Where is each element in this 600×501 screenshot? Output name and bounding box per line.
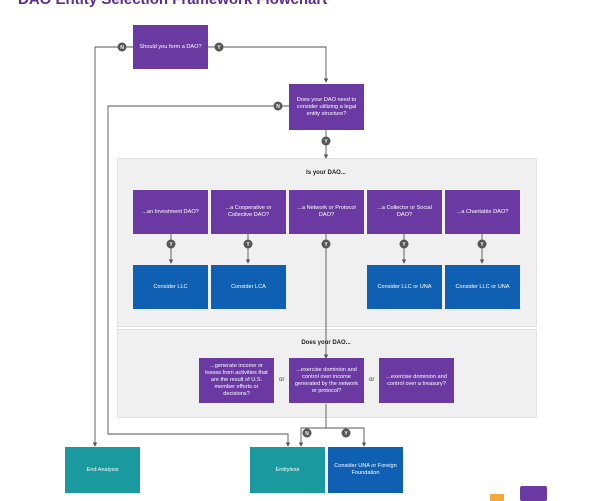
node-network-dao: ...a Network or Protocol DAO?	[289, 190, 364, 234]
node-consider-llc-or-una-2: Consider LLC or UNA	[445, 265, 520, 309]
badge-yes-icon: Y	[477, 239, 487, 249]
badge-yes-icon: Y	[214, 42, 224, 52]
page-title: DAO Entity Selection Framework Flowchart	[18, 0, 327, 9]
badge-no-label: N	[276, 104, 280, 110]
node-charitable-dao: ...a Charitable DAO?	[445, 190, 520, 234]
corner-accent-mark	[490, 494, 504, 501]
badge-yes-label: Y	[480, 242, 484, 248]
badge-no-label: N	[120, 45, 124, 51]
or-label-1: or	[279, 377, 285, 383]
panel-is-label: Is your DAO...	[306, 170, 346, 176]
node-end-analysis: End Analysis	[65, 447, 140, 493]
badge-yes-icon: Y	[321, 136, 331, 146]
badge-no-icon: N	[117, 42, 127, 52]
badge-no-label: N	[305, 431, 309, 437]
badge-no-icon: N	[302, 428, 312, 438]
badge-yes-icon: Y	[399, 239, 409, 249]
node-investment-dao: ...an Investment DAO?	[133, 190, 208, 234]
node-dominion-income: ...exercise dominion and control over in…	[289, 358, 364, 403]
badge-yes-icon: Y	[341, 428, 351, 438]
badge-yes-label: Y	[344, 431, 348, 437]
node-consider-llc-or-una-1: Consider LLC or UNA	[367, 265, 442, 309]
or-label-2: or	[369, 377, 375, 383]
badge-yes-label: Y	[169, 242, 173, 248]
node-form-dao: Should you form a DAO?	[133, 25, 208, 69]
badge-no-icon: N	[273, 101, 283, 111]
badge-yes-label: Y	[324, 139, 328, 145]
badge-yes-label: Y	[402, 242, 406, 248]
badge-yes-icon: Y	[166, 239, 176, 249]
node-consider-llc: Consider LLC	[133, 265, 208, 309]
node-dominion-treasury: ...exercise dominion and control over a …	[379, 358, 454, 403]
node-legal-entity: Does your DAO need to consider utilizing…	[289, 84, 364, 130]
node-una-foundation: Consider UNA or Foreign Foundation	[328, 447, 403, 493]
corner-logo	[520, 486, 547, 501]
badge-yes-label: Y	[246, 242, 250, 248]
badge-yes-icon: Y	[321, 239, 331, 249]
badge-yes-label: Y	[324, 242, 328, 248]
badge-yes-label: Y	[217, 45, 221, 51]
badge-yes-icon: Y	[243, 239, 253, 249]
node-entityless: Entityless	[250, 447, 325, 493]
node-consider-lca: Consider LCA	[211, 265, 286, 309]
node-collector-dao: ...a Collector or Social DAO?	[367, 190, 442, 234]
node-cooperative-dao: ...a Cooperative or Collective DAO?	[211, 190, 286, 234]
node-generate-income: ...generate income or losses from activi…	[199, 358, 274, 403]
